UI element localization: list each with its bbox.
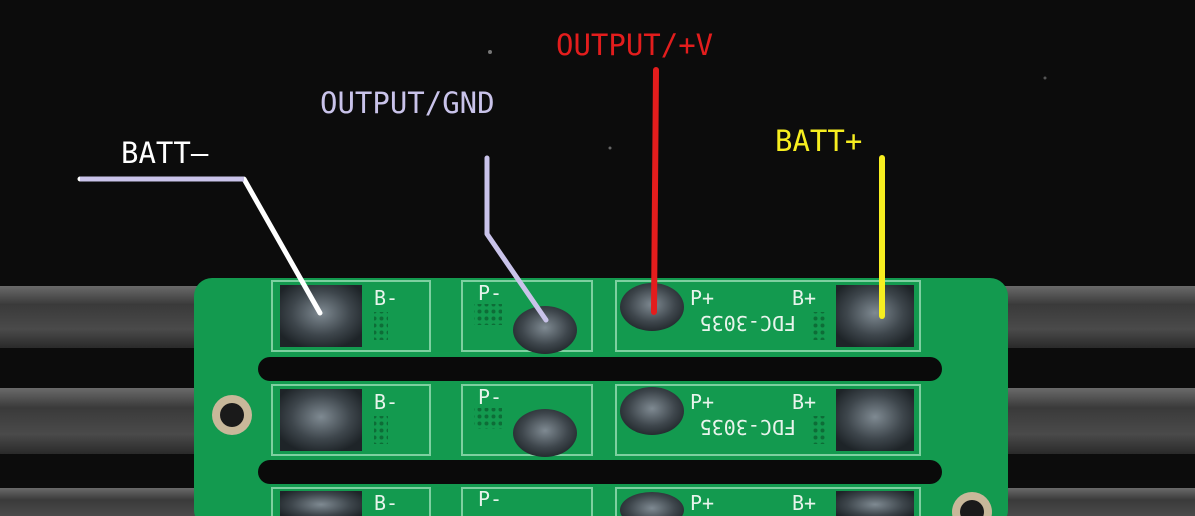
silk-b-neg: B- (374, 390, 398, 414)
output-gnd-leader-line (484, 155, 549, 323)
pad-p-neg (513, 306, 577, 354)
module-outline (461, 384, 593, 456)
module-outline (615, 384, 921, 456)
silk-p-neg: P- (478, 385, 502, 409)
test-dots (374, 416, 388, 444)
module-outline (461, 280, 593, 352)
output-gnd-label: OUTPUT/GND (320, 86, 495, 120)
batt-neg-label: BATT– (121, 136, 209, 170)
module-outline (615, 280, 921, 352)
module-outline (271, 280, 431, 352)
dust-speck (1043, 76, 1047, 80)
test-dots (813, 416, 827, 444)
silk-p-neg: P- (478, 281, 502, 305)
module-outline (271, 384, 431, 456)
silk-model: FDC-3035 (700, 415, 796, 439)
dust-speck (488, 50, 492, 54)
pcb-slot-1 (258, 357, 942, 381)
test-dots (374, 312, 388, 340)
output-pos-label: OUTPUT/+V (556, 28, 714, 62)
pad-p-pos (620, 387, 684, 435)
pcb-slot-2 (258, 460, 942, 484)
pad-b-neg (280, 285, 362, 347)
pad-b-neg (280, 389, 362, 451)
pcb-board (194, 278, 1008, 516)
silk-b-neg: B- (374, 491, 398, 515)
test-dots (813, 312, 827, 340)
test-dots (474, 304, 502, 325)
silk-p-neg: P- (478, 487, 502, 511)
silk-p-pos: P+ (690, 491, 714, 515)
module-outline (615, 487, 921, 516)
batt-pos-label: BATT+ (775, 124, 863, 158)
silk-p-pos: P+ (690, 390, 714, 414)
mounting-hole-inner (960, 500, 984, 516)
pad-b-neg (280, 491, 362, 516)
pad-b-pos (836, 491, 914, 516)
module-outline (271, 487, 431, 516)
output-pos-leader-line (651, 67, 659, 315)
silk-model: FDC-3035 (700, 311, 796, 335)
module-outline (461, 487, 593, 516)
pad-p-pos (620, 492, 684, 516)
pad-b-pos (836, 285, 914, 347)
dust-speck (608, 146, 612, 150)
pad-p-neg (513, 409, 577, 457)
silk-b-pos: B+ (792, 390, 816, 414)
silk-p-pos: P+ (690, 286, 714, 310)
pad-b-pos (836, 389, 914, 451)
silk-b-neg: B- (374, 286, 398, 310)
silk-b-pos: B+ (792, 491, 816, 515)
test-dots (474, 408, 502, 429)
mounting-hole-inner (220, 403, 244, 427)
silk-b-pos: B+ (792, 286, 816, 310)
